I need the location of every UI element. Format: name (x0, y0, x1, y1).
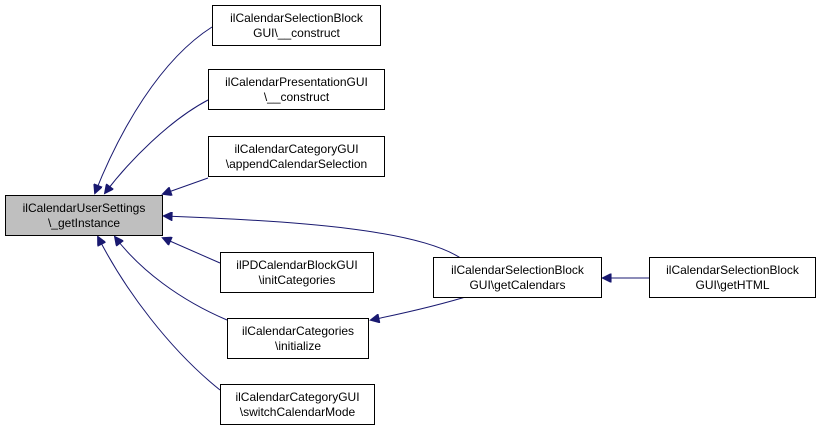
edge-selblock-getcalendars-to-get-instance (164, 216, 463, 260)
node-selblock-gethtml-line1: ilCalendarSelectionBlock (666, 262, 799, 277)
node-categories-initialize[interactable]: ilCalendarCategories \initialize (227, 318, 369, 359)
edge-categories-initialize-to-get-instance (115, 237, 228, 321)
edge-pdblock-init-to-get-instance (163, 238, 221, 264)
node-catgui-append-line1: ilCalendarCategoryGUI (234, 141, 359, 156)
node-selblock-getcalendars-line1: ilCalendarSelectionBlock (451, 262, 584, 277)
node-pdblock-init-line1: ilPDCalendarBlockGUI (236, 257, 358, 272)
node-selblock-getcalendars-line2: GUI\getCalendars (469, 277, 566, 292)
edge-selblock-construct-to-get-instance (95, 26, 213, 193)
node-pdblock-init-line2: \initCategories (258, 272, 336, 287)
node-selblock-construct-line2: GUI\__construct (253, 25, 340, 40)
edge-catgui-append-to-get-instance (163, 177, 209, 194)
node-catgui-switch-line1: ilCalendarCategoryGUI (235, 389, 360, 404)
node-pdblock-init[interactable]: ilPDCalendarBlockGUI \initCategories (220, 252, 374, 293)
node-categories-initialize-line2: \initialize (274, 338, 322, 353)
node-presentation-construct-line1: ilCalendarPresentationGUI (225, 74, 368, 89)
edge-presentation-construct-to-get-instance (105, 99, 209, 193)
node-get-instance-line2: \_getInstance (47, 215, 121, 230)
node-selblock-gethtml[interactable]: ilCalendarSelectionBlock GUI\getHTML (649, 257, 816, 298)
node-catgui-append-line2: \appendCalendarSelection (225, 156, 368, 171)
node-get-instance[interactable]: ilCalendarUserSettings \_getInstance (5, 195, 163, 236)
node-selblock-gethtml-line2: GUI\getHTML (695, 277, 770, 292)
node-catgui-append[interactable]: ilCalendarCategoryGUI \appendCalendarSel… (208, 136, 385, 177)
node-presentation-construct[interactable]: ilCalendarPresentationGUI \__construct (208, 69, 385, 110)
edge-selblock-getcalendars-to-categories-initialize (371, 294, 473, 320)
node-catgui-switch-line2: \switchCalendarMode (239, 404, 356, 419)
node-selblock-construct[interactable]: ilCalendarSelectionBlock GUI\__construct (212, 5, 381, 46)
node-catgui-switch[interactable]: ilCalendarCategoryGUI \switchCalendarMod… (220, 384, 375, 425)
node-presentation-construct-line2: \__construct (263, 89, 330, 104)
node-selblock-getcalendars[interactable]: ilCalendarSelectionBlock GUI\getCalendar… (433, 257, 602, 298)
node-categories-initialize-line1: ilCalendarCategories (241, 323, 355, 338)
node-get-instance-line1: ilCalendarUserSettings (22, 200, 146, 215)
edge-catgui-switch-to-get-instance (98, 237, 221, 391)
node-selblock-construct-line1: ilCalendarSelectionBlock (230, 10, 363, 25)
